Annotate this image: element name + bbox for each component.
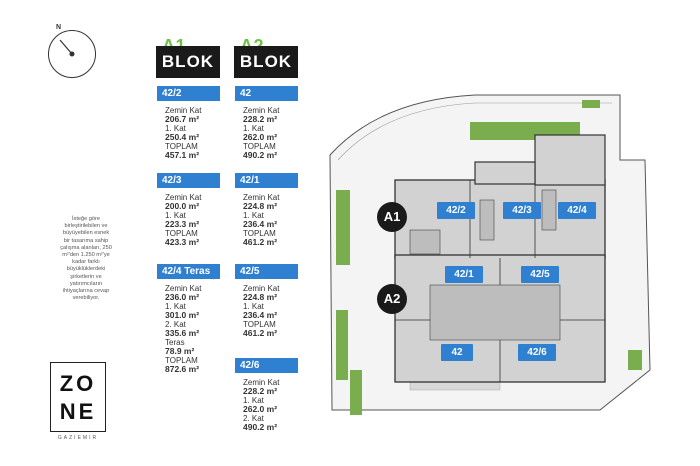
unit-area-value: 872.6 m² <box>165 364 200 374</box>
unit-area-label: 1. Kat <box>165 211 186 220</box>
plan-unit-42[interactable]: 42 <box>441 344 473 361</box>
unit-area-label: 2. Kat <box>165 320 186 329</box>
zone-logo: ZO NE <box>50 362 106 432</box>
unit-area-value: 301.0 m² <box>165 310 200 320</box>
unit-area-value: 457.1 m² <box>165 150 200 160</box>
unit-area-label: Teras <box>165 338 185 347</box>
unit-area-label: Zemin Kat <box>165 106 202 115</box>
unit-id-tag[interactable]: 42/2 <box>157 86 220 101</box>
unit-area-value: 78.9 m² <box>165 346 195 356</box>
unit-area-label: TOPLAM <box>243 142 276 151</box>
block-a1-name: BLOK <box>156 46 220 78</box>
unit-area-label: Zemin Kat <box>243 106 280 115</box>
unit-area-label: TOPLAM <box>243 229 276 238</box>
unit-area-value: 224.8 m² <box>243 201 278 211</box>
plan-unit-42-6[interactable]: 42/6 <box>518 344 556 361</box>
logo-subtitle: GAZIEMIR <box>57 435 99 441</box>
unit-id-tag[interactable]: 42/5 <box>235 264 298 279</box>
unit-area-value: 224.8 m² <box>243 292 278 302</box>
unit-area-value: 236.4 m² <box>243 219 278 229</box>
unit-area-label: Zemin Kat <box>243 378 280 387</box>
logo-bottom: NE <box>59 399 97 424</box>
unit-area-value: 490.2 m² <box>243 422 278 432</box>
unit-area-label: 1. Kat <box>243 396 264 405</box>
unit-area-label: TOPLAM <box>165 229 198 238</box>
unit-id-tag[interactable]: 42 <box>235 86 298 101</box>
unit-id-tag[interactable]: 42/3 <box>157 173 220 188</box>
logo-top: ZO <box>59 371 97 396</box>
compass-icon <box>48 30 96 78</box>
plan-unit-42-4[interactable]: 42/4 <box>558 202 596 219</box>
unit-area-label: Zemin Kat <box>243 193 280 202</box>
unit-area-value: 228.2 m² <box>243 114 278 124</box>
unit-area-label: Zemin Kat <box>165 193 202 202</box>
site-plan <box>329 94 651 415</box>
unit-area-value: 461.2 m² <box>243 237 278 247</box>
unit-area-label: 1. Kat <box>243 302 264 311</box>
unit-area-value: 228.2 m² <box>243 386 278 396</box>
unit-area-label: 1. Kat <box>165 302 186 311</box>
unit-area-value: 206.7 m² <box>165 114 200 124</box>
plan-unit-42-1[interactable]: 42/1 <box>445 266 483 283</box>
unit-area-label: 1. Kat <box>243 211 264 220</box>
plan-unit-42-2[interactable]: 42/2 <box>437 202 475 219</box>
unit-id-tag[interactable]: 42/1 <box>235 173 298 188</box>
plan-unit-42-3[interactable]: 42/3 <box>503 202 541 219</box>
unit-area-value: 236.0 m² <box>165 292 200 302</box>
unit-area-value: 223.3 m² <box>165 219 200 229</box>
unit-area-value: 490.2 m² <box>243 150 278 160</box>
unit-area-label: Zemin Kat <box>165 284 202 293</box>
unit-id-tag[interactable]: 42/4 Teras <box>157 264 220 279</box>
unit-area-label: TOPLAM <box>243 320 276 329</box>
unit-area-value: 250.4 m² <box>165 132 200 142</box>
unit-area-label: TOPLAM <box>165 356 198 365</box>
unit-area-value: 262.0 m² <box>243 132 278 142</box>
unit-id-tag[interactable]: 42/6 <box>235 358 298 373</box>
unit-area-value: 423.3 m² <box>165 237 200 247</box>
unit-area-value: 262.0 m² <box>243 404 278 414</box>
plan-block-a2: A2 <box>377 284 407 314</box>
unit-area-label: Zemin Kat <box>243 284 280 293</box>
unit-area-label: 1. Kat <box>243 124 264 133</box>
unit-area-value: 335.6 m² <box>165 328 200 338</box>
unit-area-value: 461.2 m² <box>243 328 278 338</box>
block-a2-name: BLOK <box>234 46 298 78</box>
unit-area-value: 200.0 m² <box>165 201 200 211</box>
unit-area-value: 236.4 m² <box>243 310 278 320</box>
unit-area-label: TOPLAM <box>165 142 198 151</box>
unit-area-label: 2. Kat <box>243 414 264 423</box>
plan-unit-42-5[interactable]: 42/5 <box>521 266 559 283</box>
compass-north-label: N <box>56 24 62 31</box>
unit-area-label: 1. Kat <box>165 124 186 133</box>
side-note: İsteğe göre birleştirilebilen ve büyüyeb… <box>60 216 112 302</box>
plan-block-a1: A1 <box>377 202 407 232</box>
